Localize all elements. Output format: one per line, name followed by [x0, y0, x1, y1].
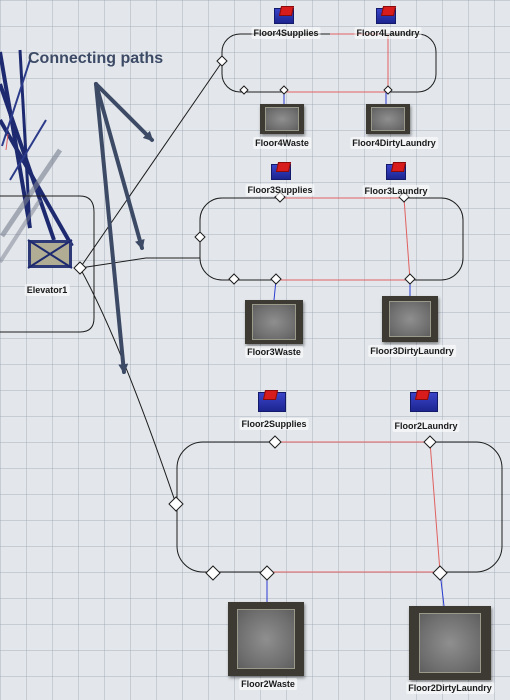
- floor3-laundry-source-icon[interactable]: [386, 164, 406, 180]
- floor2-dirty-laundry-queue[interactable]: [409, 606, 491, 680]
- floor4-dirty-laundry-queue[interactable]: [366, 104, 410, 134]
- floor4-supplies-label: Floor4Supplies: [251, 27, 321, 39]
- floor3-waste-label: Floor3Waste: [245, 346, 303, 358]
- floor2-laundry-source-icon[interactable]: [410, 392, 438, 412]
- floor4-waste-label: Floor4Waste: [253, 137, 311, 149]
- floor2-waste-queue[interactable]: [228, 602, 304, 676]
- floor2-network-loop[interactable]: [176, 441, 503, 573]
- callout-arrows: [94, 82, 154, 374]
- floor3-waste-queue[interactable]: [245, 300, 303, 344]
- floor4-waste-queue[interactable]: [260, 104, 304, 134]
- connecting-paths-callout: Connecting paths: [28, 50, 164, 67]
- floor4-laundry-source-icon[interactable]: [376, 8, 396, 24]
- floor2-laundry-label: Floor2Laundry: [392, 420, 460, 432]
- elevator-object[interactable]: [0, 49, 74, 269]
- floor4-network-loop[interactable]: [221, 33, 437, 93]
- elevator-label: Elevator1: [24, 284, 70, 296]
- floor2-supplies-label: Floor2Supplies: [239, 418, 309, 430]
- floor2-waste-label: Floor2Waste: [239, 678, 297, 690]
- floor3-supplies-label: Floor3Supplies: [245, 184, 315, 196]
- floor3-dirty-laundry-queue[interactable]: [382, 296, 438, 342]
- floor4-dirty-laundry-label: Floor4DirtyLaundry: [350, 137, 438, 149]
- floor3-network-loop[interactable]: [199, 197, 464, 281]
- floor2-dirty-laundry-label: Floor2DirtyLaundry: [406, 682, 494, 694]
- floor4-supplies-source-icon[interactable]: [274, 8, 294, 24]
- path-nodes[interactable]: [73, 55, 448, 581]
- floor3-laundry-label: Floor3Laundry: [362, 185, 430, 197]
- floor4-laundry-label: Floor4Laundry: [354, 27, 422, 39]
- elevator-network-path[interactable]: [0, 195, 95, 333]
- floor3-supplies-source-icon[interactable]: [271, 164, 291, 180]
- floor2-supplies-source-icon[interactable]: [258, 392, 286, 412]
- floor3-dirty-laundry-label: Floor3DirtyLaundry: [368, 345, 456, 357]
